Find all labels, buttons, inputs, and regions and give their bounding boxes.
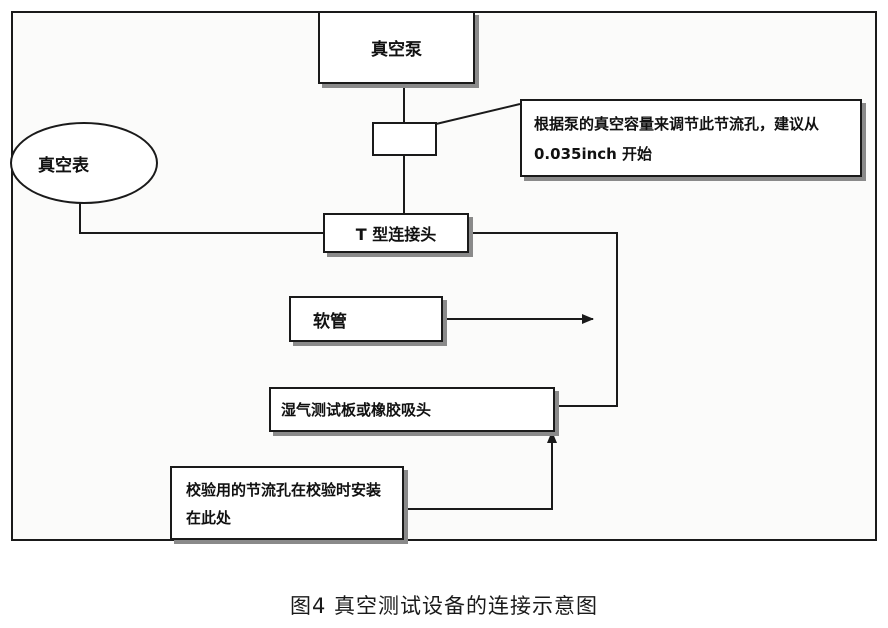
gauge-to-tjoint-line [79,203,323,234]
adapter-box: 湿气测试板或橡胶吸头 [269,387,555,432]
adapter-label: 湿气测试板或橡胶吸头 [281,401,432,419]
vacuum-gauge-label: 真空表 [38,155,89,176]
note-top-box: 根据泵的真空容量来调节此节流孔，建议从 0.035inch 开始 [520,99,862,177]
figure-caption: 图4 真空测试设备的连接示意图 [289,594,599,618]
t-joint-label: T 型连接头 [355,225,437,244]
note-top-text: 根据泵的真空容量来调节此节流孔，建议从 0.035inch 开始 [534,115,820,163]
vacuum-pump-label: 真空泵 [371,40,422,60]
vacuum-pump-box: 真空泵 [318,11,475,84]
calibration-arrow [404,431,557,510]
note-bottom-box: 校验用的节流孔在校验时安装在此处 [170,466,404,540]
vacuum-gauge-oval: 真空表 [10,122,158,204]
restrictor-callout-line [435,103,521,125]
note-bottom-text: 校验用的节流孔在校验时安装在此处 [186,481,382,527]
t-joint-box: T 型连接头 [323,213,469,253]
hose-box: 软管 [289,296,443,342]
tjoint-to-adapter-line [469,232,618,407]
hose-label: 软管 [313,311,347,332]
restrictor-orifice-box [372,122,437,156]
